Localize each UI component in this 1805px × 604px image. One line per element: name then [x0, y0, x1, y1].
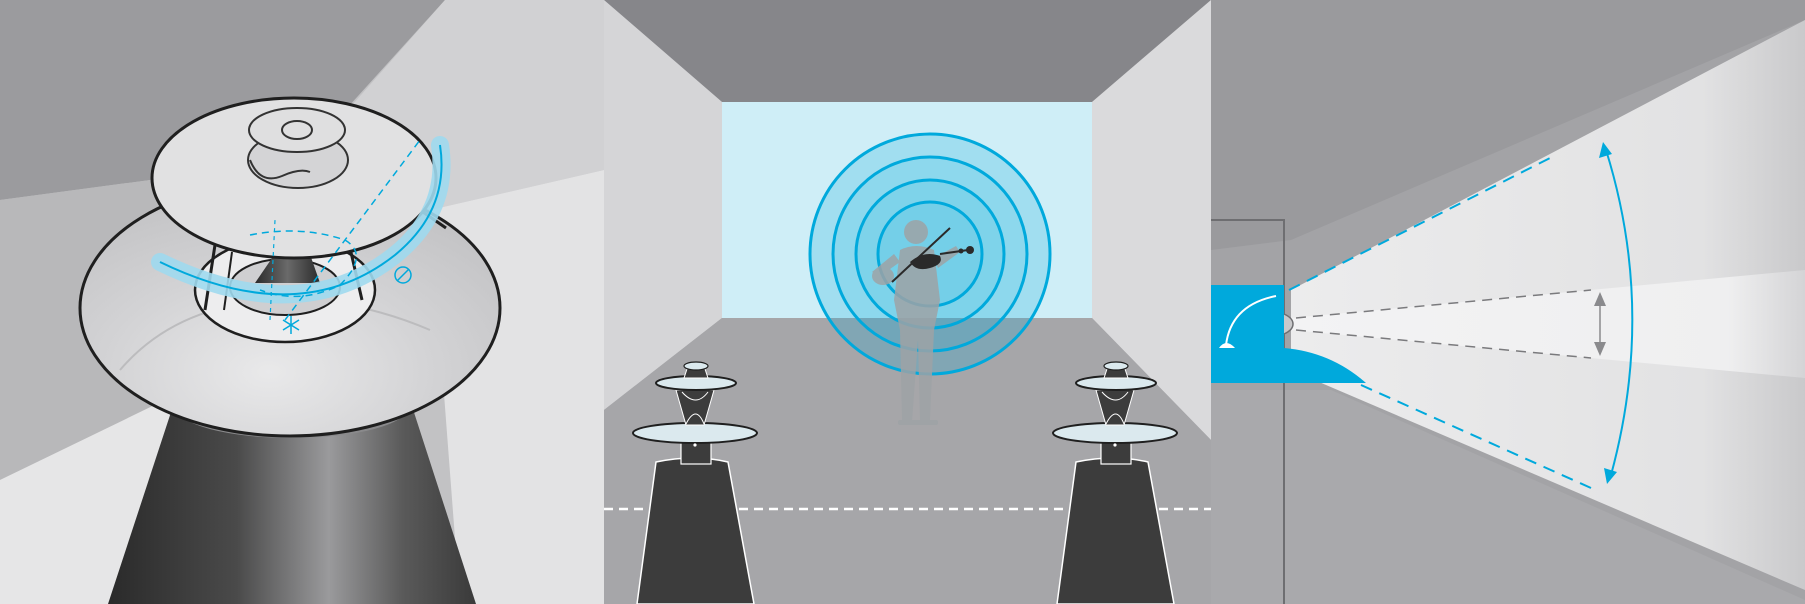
- panel-speaker-lens: [0, 0, 604, 604]
- room-illustration: [604, 0, 1211, 604]
- panel-lens-dispersion: [1211, 0, 1805, 604]
- speaker-lens-illustration: [0, 0, 604, 604]
- tweeter-top: [249, 108, 345, 152]
- panel-room-soundstage: [604, 0, 1211, 604]
- dispersion-illustration: [1211, 0, 1805, 604]
